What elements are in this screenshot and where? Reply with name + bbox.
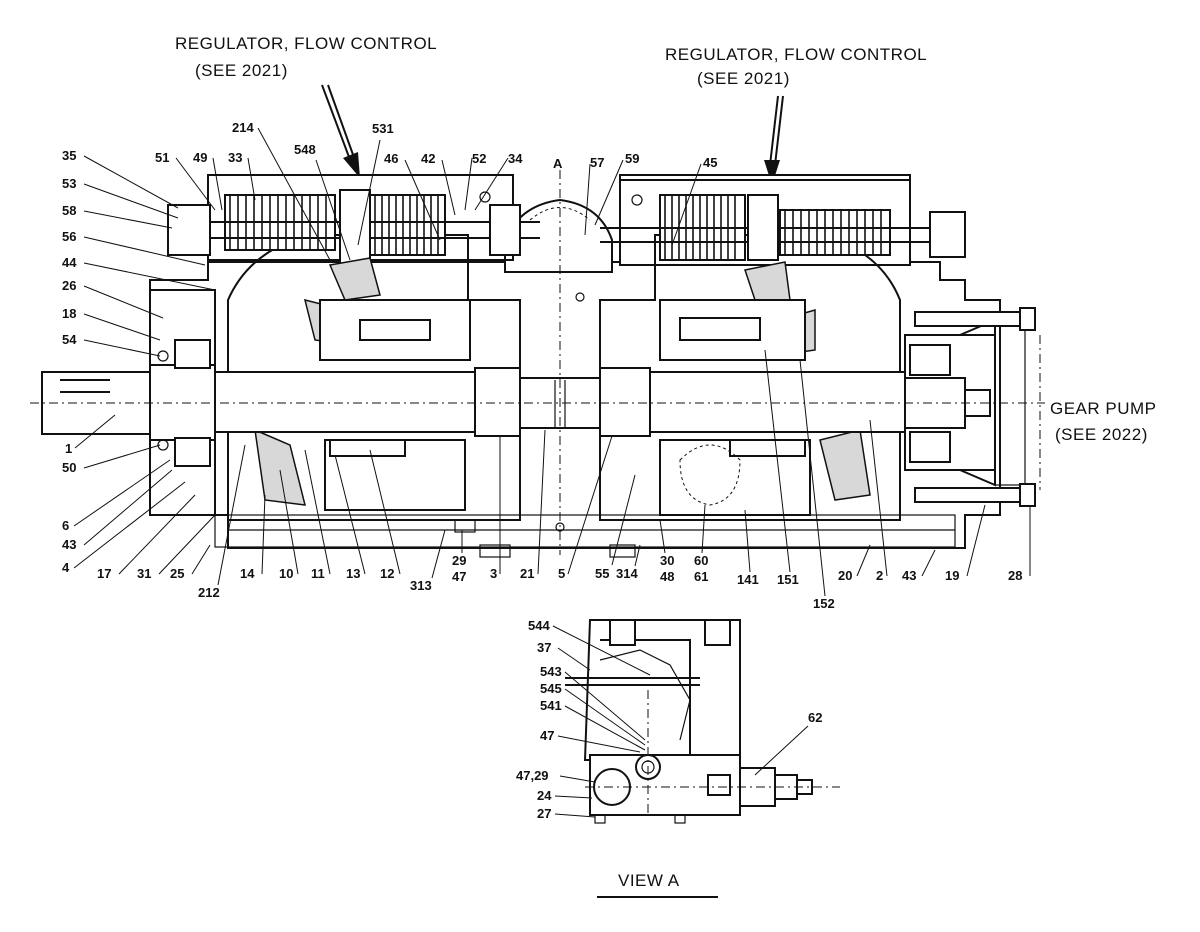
callout-2: 2 — [876, 568, 883, 583]
callout-62: 62 — [808, 710, 822, 725]
callout-35: 35 — [62, 148, 76, 163]
callout-544: 544 — [528, 618, 550, 633]
callouts-main: 35 53 58 56 44 26 18 54 1 50 6 43 4 17 3… — [62, 120, 1031, 611]
regulator-left-arrow — [321, 84, 360, 178]
callout-152: 152 — [813, 596, 835, 611]
gear-pump-bolts — [914, 307, 1036, 507]
callout-43-right: 43 — [902, 568, 916, 583]
callout-14: 14 — [240, 566, 255, 581]
cylinder-block-right — [659, 299, 811, 516]
regulator-coil-center-left — [369, 194, 446, 256]
callout-151: 151 — [777, 572, 799, 587]
callout-5: 5 — [558, 566, 565, 581]
callout-29: 29 — [452, 553, 466, 568]
callout-11: 11 — [311, 566, 325, 581]
callout-548: 548 — [294, 142, 316, 157]
callout-31: 31 — [137, 566, 151, 581]
callout-48: 48 — [660, 569, 674, 584]
callout-314: 314 — [616, 566, 638, 581]
callout-47-view-a: 47 — [540, 728, 554, 743]
callout-57: 57 — [590, 155, 604, 170]
callout-19: 19 — [945, 568, 959, 583]
regulator-left-title-line1: REGULATOR, FLOW CONTROL — [175, 34, 437, 53]
callout-44: 44 — [62, 255, 77, 270]
callout-28: 28 — [1008, 568, 1022, 583]
callout-33: 33 — [228, 150, 242, 165]
callout-37: 37 — [537, 640, 551, 655]
gear-pump-title-line2: (SEE 2022) — [1055, 425, 1148, 444]
callout-49: 49 — [193, 150, 207, 165]
callout-541: 541 — [540, 698, 562, 713]
callout-45: 45 — [703, 155, 717, 170]
callout-46: 46 — [384, 151, 398, 166]
view-a-detail — [565, 619, 840, 824]
callout-212: 212 — [198, 585, 220, 600]
view-a-title: VIEW A — [618, 871, 680, 890]
callout-1: 1 — [65, 441, 72, 456]
regulator-right-title-line2: (SEE 2021) — [697, 69, 790, 88]
regulator-left-title-line2: (SEE 2021) — [195, 61, 288, 80]
callout-141: 141 — [737, 572, 759, 587]
lower-fittings — [454, 191, 741, 558]
callout-54: 54 — [62, 332, 77, 347]
callout-25: 25 — [170, 566, 184, 581]
callout-42: 42 — [421, 151, 435, 166]
callout-26: 26 — [62, 278, 76, 293]
callout-55: 55 — [595, 566, 609, 581]
callout-50: 50 — [62, 460, 76, 475]
callout-3: 3 — [490, 566, 497, 581]
callout-20: 20 — [838, 568, 852, 583]
callout-61: 61 — [694, 569, 708, 584]
regulator-right-title-line1: REGULATOR, FLOW CONTROL — [665, 45, 927, 64]
callout-60: 60 — [694, 553, 708, 568]
callout-21: 21 — [520, 566, 534, 581]
callout-47: 47 — [452, 569, 466, 584]
callout-4: 4 — [62, 560, 70, 575]
callout-313: 313 — [410, 578, 432, 593]
section-marker-a: A — [553, 156, 563, 171]
callout-52: 52 — [472, 151, 486, 166]
callout-10: 10 — [279, 566, 293, 581]
callout-24: 24 — [537, 788, 552, 803]
regulator-rod — [167, 189, 966, 266]
callout-12: 12 — [380, 566, 394, 581]
regulator-right-arrow — [764, 95, 784, 185]
callout-43-left: 43 — [62, 537, 76, 552]
callout-18: 18 — [62, 306, 76, 321]
callout-30: 30 — [660, 553, 674, 568]
callout-56: 56 — [62, 229, 76, 244]
callout-6: 6 — [62, 518, 69, 533]
callouts-view-a: 544 37 543 545 541 47 47,29 24 27 62 — [516, 618, 822, 821]
callout-543: 543 — [540, 664, 562, 679]
callout-214: 214 — [232, 120, 254, 135]
callout-545: 545 — [540, 681, 562, 696]
callout-59: 59 — [625, 151, 639, 166]
callout-53: 53 — [62, 176, 76, 191]
callout-17: 17 — [97, 566, 111, 581]
gear-pump-title-line1: GEAR PUMP — [1050, 399, 1157, 418]
callout-58: 58 — [62, 203, 76, 218]
cylinder-block-left — [319, 299, 471, 511]
callout-27: 27 — [537, 806, 551, 821]
bearings — [157, 339, 951, 467]
regulator-spring-right — [779, 209, 891, 256]
callout-13: 13 — [346, 566, 360, 581]
callout-34: 34 — [508, 151, 523, 166]
callout-47-29: 47,29 — [516, 768, 549, 783]
callout-531: 531 — [372, 121, 394, 136]
callout-51: 51 — [155, 150, 169, 165]
